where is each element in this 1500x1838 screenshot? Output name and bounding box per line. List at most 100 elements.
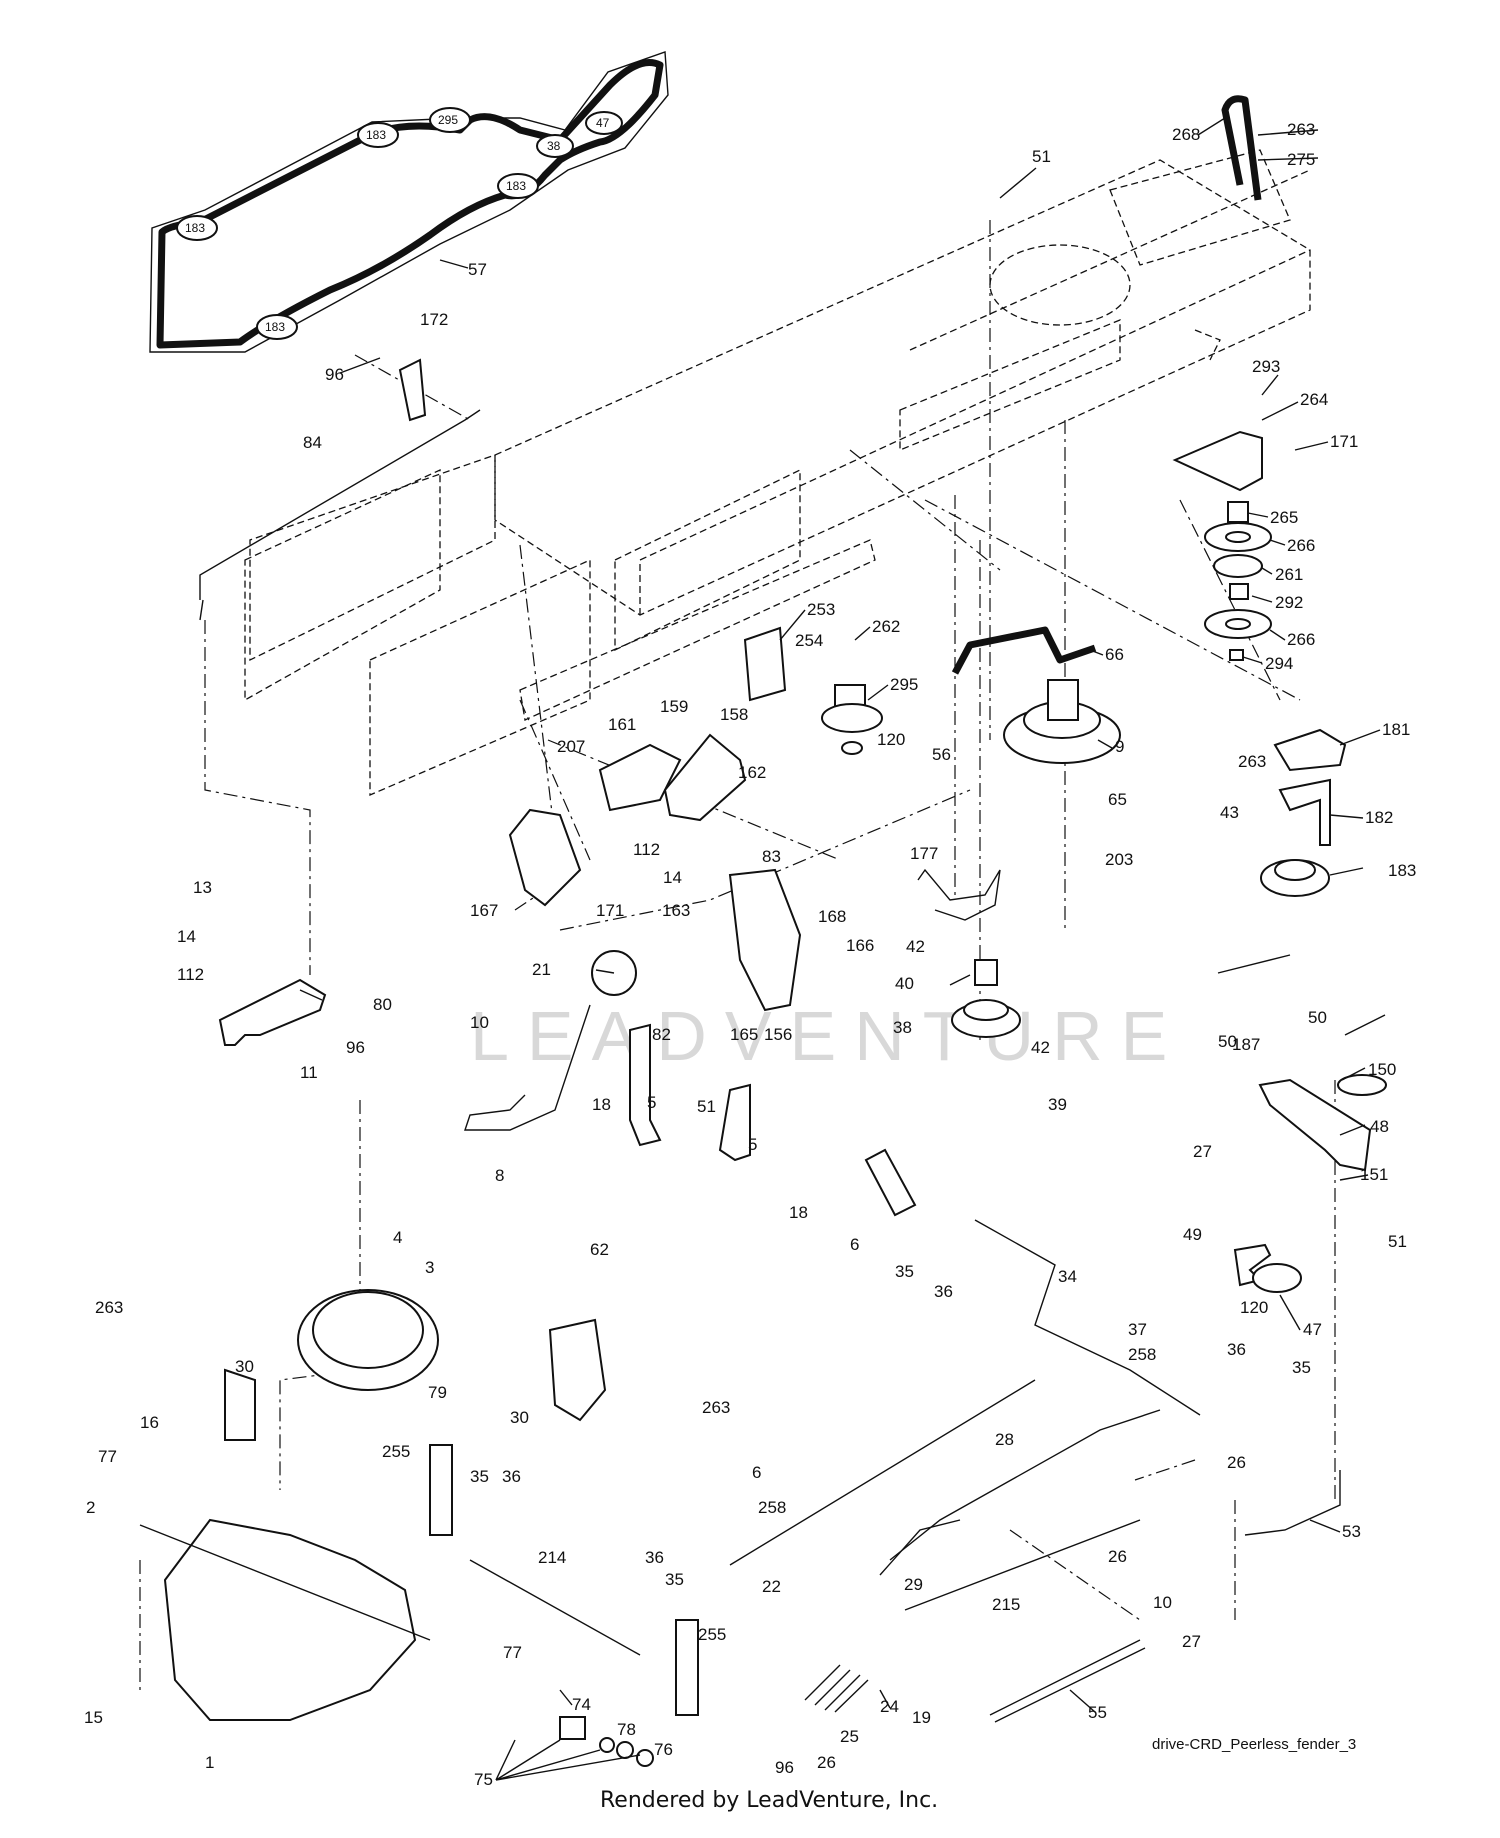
callout-label: 39 xyxy=(1048,1095,1067,1114)
callout-label: 187 xyxy=(1232,1035,1260,1054)
callout-label: 10 xyxy=(470,1013,489,1032)
callout-label: 66 xyxy=(1105,645,1124,664)
callout-label: 48 xyxy=(1370,1117,1389,1136)
callout-leaders xyxy=(299,117,1386,1781)
callout-label: 22 xyxy=(762,1577,781,1596)
svg-text:47: 47 xyxy=(596,116,610,130)
callout-label: 156 xyxy=(764,1025,792,1044)
callout-label: 266 xyxy=(1287,536,1315,555)
callout-label: 37 xyxy=(1128,1320,1147,1339)
callout-label: 214 xyxy=(538,1548,566,1567)
callout-label: 34 xyxy=(1058,1267,1077,1286)
callout-label: 177 xyxy=(910,844,938,863)
callout-label: 268 xyxy=(1172,125,1200,144)
callout-label: 161 xyxy=(608,715,636,734)
callout-label: 292 xyxy=(1275,593,1303,612)
callout-label: 295 xyxy=(890,675,918,694)
callout-label: 3 xyxy=(425,1258,434,1277)
callout-label: 5 xyxy=(748,1135,757,1154)
callout-label: 16 xyxy=(140,1413,159,1432)
callout-label: 79 xyxy=(428,1383,447,1402)
callout-label: 55 xyxy=(1088,1703,1107,1722)
callout-label: 263 xyxy=(95,1298,123,1317)
callout-label: 51 xyxy=(697,1097,716,1116)
callout-label: 120 xyxy=(877,730,905,749)
callout-label: 215 xyxy=(992,1595,1020,1614)
callout-label: 82 xyxy=(652,1025,671,1044)
callout-label: 172 xyxy=(420,310,448,329)
svg-text:183: 183 xyxy=(506,179,526,193)
callout-label: 38 xyxy=(893,1018,912,1037)
callout-label: 171 xyxy=(1330,432,1358,451)
callout-label: 30 xyxy=(510,1408,529,1427)
rendered-by-footer: Rendered by LeadVenture, Inc. xyxy=(600,1788,939,1813)
callout-label: 27 xyxy=(1182,1632,1201,1651)
callout-label: 5 xyxy=(647,1093,656,1112)
callout-label: 6 xyxy=(850,1235,859,1254)
drive-belt-outline xyxy=(156,59,664,349)
callout-label: 78 xyxy=(617,1720,636,1739)
callout-label: 49 xyxy=(1183,1225,1202,1244)
watermark-text: LEADVENTURE xyxy=(470,997,1185,1075)
callout-label: 40 xyxy=(895,974,914,993)
callout-label: 167 xyxy=(470,901,498,920)
callout-label: 293 xyxy=(1252,357,1280,376)
callout-label: 74 xyxy=(572,1695,591,1714)
callout-label: 263 xyxy=(1287,120,1315,139)
callout-label: 65 xyxy=(1108,790,1127,809)
callout-label: 47 xyxy=(1303,1320,1322,1339)
callout-label: 182 xyxy=(1365,808,1393,827)
callout-label: 275 xyxy=(1287,150,1315,169)
callout-label: 1 xyxy=(205,1753,214,1772)
diagram-caption: drive-CRD_Peerless_fender_3 xyxy=(1152,1736,1357,1753)
callout-label: 258 xyxy=(1128,1345,1156,1364)
svg-text:38: 38 xyxy=(547,139,561,153)
callout-label: 42 xyxy=(1031,1038,1050,1057)
callout-label: 36 xyxy=(934,1282,953,1301)
callout-label: 171 xyxy=(596,901,624,920)
callout-label: 42 xyxy=(906,937,925,956)
callout-label: 96 xyxy=(775,1758,794,1777)
callout-label: 84 xyxy=(303,433,322,452)
callout-label: 10 xyxy=(1153,1593,1172,1612)
callout-label: 112 xyxy=(633,840,660,859)
callout-label: 51 xyxy=(1388,1232,1407,1251)
callout-label: 14 xyxy=(177,927,196,946)
callout-label: 265 xyxy=(1270,508,1298,527)
callout-label: 21 xyxy=(532,960,551,979)
callout-label: 258 xyxy=(758,1498,786,1517)
part-callouts: 268 263 275 51 57 96 172 84 293 264 171 … xyxy=(84,120,1416,1789)
callout-label: 159 xyxy=(660,697,688,716)
callout-label: 27 xyxy=(1193,1142,1212,1161)
callout-label: 168 xyxy=(818,907,846,926)
callout-label: 35 xyxy=(665,1570,684,1589)
callout-label: 18 xyxy=(789,1203,808,1222)
callout-label: 254 xyxy=(795,631,823,650)
callout-label: 162 xyxy=(738,763,766,782)
parts-artwork xyxy=(139,95,1387,1767)
svg-text:183: 183 xyxy=(185,221,205,235)
callout-label: 28 xyxy=(995,1430,1014,1449)
callout-label: 255 xyxy=(698,1625,726,1644)
callout-label: 36 xyxy=(502,1467,521,1486)
callout-label: 75 xyxy=(474,1770,493,1789)
callout-label: 253 xyxy=(807,600,835,619)
callout-label: 9 xyxy=(1115,737,1124,756)
callout-label: 53 xyxy=(1342,1522,1361,1541)
callout-label: 18 xyxy=(592,1095,611,1114)
callout-label: 8 xyxy=(495,1166,504,1185)
callout-label: 165 xyxy=(730,1025,758,1044)
callout-label: 4 xyxy=(393,1228,402,1247)
callout-label: 25 xyxy=(840,1727,859,1746)
callout-label: 120 xyxy=(1240,1298,1268,1317)
callout-label: 266 xyxy=(1287,630,1315,649)
callout-label: 50 xyxy=(1218,1032,1237,1051)
callout-label: 51 xyxy=(1032,147,1051,166)
callout-label: 76 xyxy=(654,1740,673,1759)
callout-label: 96 xyxy=(325,365,344,384)
callout-label: 183 xyxy=(1388,861,1416,880)
callout-label: 35 xyxy=(895,1262,914,1281)
callout-label: 181 xyxy=(1382,720,1410,739)
callout-label: 294 xyxy=(1265,654,1293,673)
